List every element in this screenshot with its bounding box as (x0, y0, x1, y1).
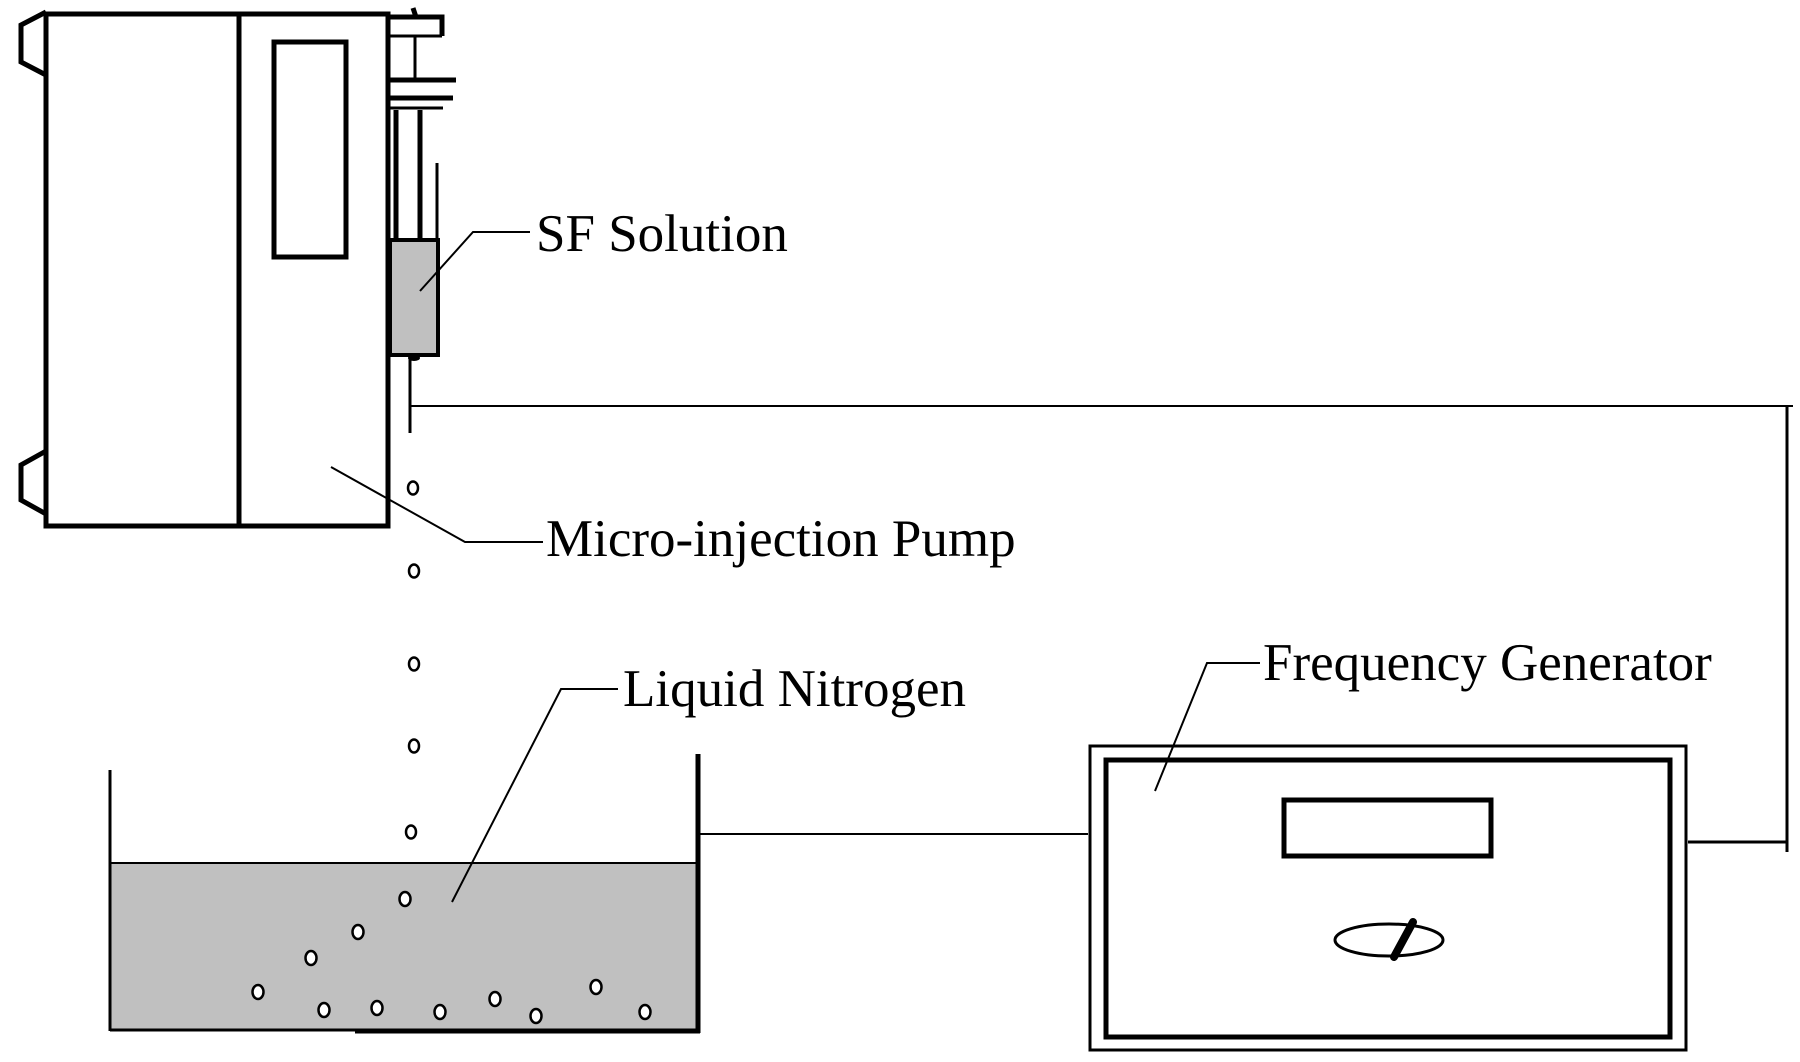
frequency-generator-label: Frequency Generator (1263, 634, 1712, 692)
generator-inner-panel (1103, 757, 1673, 1040)
pump-top-tab (18, 9, 48, 78)
submerged-droplet (398, 890, 412, 908)
falling-droplet (407, 656, 421, 672)
falling-droplet (406, 480, 420, 496)
submerged-droplet (638, 1003, 652, 1021)
falling-droplet (407, 563, 421, 579)
sf-solution-leader (419, 231, 530, 292)
liquid-nitrogen-fill (110, 863, 698, 1031)
submerged-droplet (433, 1003, 447, 1021)
falling-droplet (407, 738, 421, 754)
generator-display (1281, 797, 1494, 859)
knob-indicator (1390, 918, 1417, 961)
falling-droplet (404, 824, 418, 840)
generator-knob[interactable] (1333, 922, 1445, 958)
submerged-droplet (589, 978, 603, 996)
submerged-droplet (529, 1007, 543, 1025)
sf-solution-fill (388, 238, 440, 357)
submerged-droplet (370, 999, 384, 1017)
pump-bottom-tab (18, 448, 48, 517)
liquid-nitrogen-leader (451, 688, 618, 903)
pump-label: Micro-injection Pump (546, 510, 1016, 568)
wiring (410, 405, 1793, 852)
submerged-droplet (251, 983, 265, 1001)
micro-injection-pump (18, 9, 391, 529)
submerged-droplet (317, 1001, 331, 1019)
syringe-clamp-top (388, 14, 445, 36)
pump-window (271, 39, 349, 260)
generator-outer-case (1088, 744, 1688, 1052)
syringe (385, 7, 456, 433)
submerged-droplet (304, 949, 318, 967)
liquid-nitrogen-label: Liquid Nitrogen (623, 660, 966, 718)
plunger-tip (410, 7, 419, 18)
pump-leader (330, 466, 543, 543)
submerged-droplet (488, 990, 502, 1008)
frequency-generator-leader (1154, 662, 1260, 792)
sf-solution-label: SF Solution (536, 205, 788, 263)
droplets (251, 480, 652, 1025)
frequency-generator (1088, 744, 1688, 1052)
pump-body (43, 11, 391, 529)
submerged-droplet (351, 923, 365, 941)
